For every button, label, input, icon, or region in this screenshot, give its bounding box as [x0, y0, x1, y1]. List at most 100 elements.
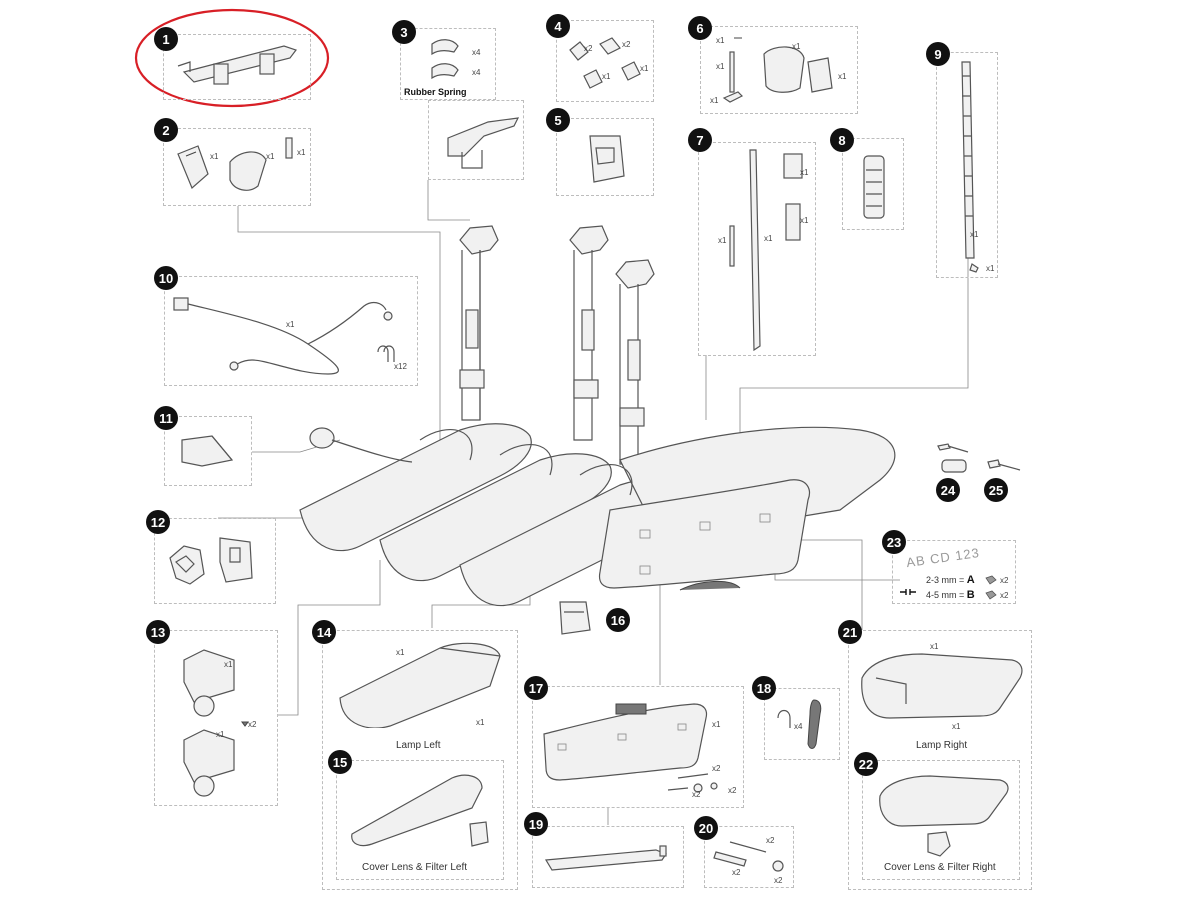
part-20-box — [704, 826, 794, 888]
part-22-caption: Cover Lens & Filter Right — [884, 862, 996, 873]
part-9-box — [936, 52, 998, 278]
part-10-box — [164, 276, 418, 386]
part-19-box — [532, 826, 684, 888]
part-23-spacer-icon-b — [985, 590, 997, 600]
part-23-qty-1: x2 — [1000, 576, 1009, 585]
part-4-qty-3: x1 — [602, 72, 611, 81]
part-11-block-icon — [181, 435, 234, 467]
part-7-qty-3: x1 — [718, 236, 727, 245]
part-4-qty-2: x2 — [622, 40, 631, 49]
part-8-badge[interactable]: 8 — [830, 128, 854, 152]
part-10-wiring-harness-icon — [173, 297, 395, 375]
part-4-clips-icon — [569, 37, 641, 89]
part-2-box — [163, 128, 311, 206]
main-assembly-illustration — [299, 225, 896, 607]
part-6-qty-5: x1 — [710, 96, 719, 105]
part-21-badge[interactable]: 21 — [838, 620, 862, 644]
part-7-badge[interactable]: 7 — [688, 128, 712, 152]
part-1-box[interactable] — [163, 34, 311, 100]
part-2-qty-2: x1 — [266, 152, 275, 161]
part-9-qty-2: x1 — [986, 264, 995, 273]
part-4-badge[interactable]: 4 — [546, 14, 570, 38]
part-6-box — [700, 26, 858, 114]
part-3-qty-2: x4 — [472, 68, 481, 77]
part-3-detail-box — [428, 100, 524, 180]
part-16-housing-icon — [559, 601, 591, 635]
part-3-badge[interactable]: 3 — [392, 20, 416, 44]
part-21-qty-2: x1 — [952, 722, 961, 731]
part-15-box — [336, 760, 504, 880]
part-21-box — [848, 630, 1032, 890]
part-14-badge[interactable]: 14 — [312, 620, 336, 644]
part-8-grip-icon — [863, 155, 885, 219]
part-20-qty-3: x2 — [774, 876, 783, 885]
part-1-rail-icon — [177, 45, 297, 85]
part-13-qty-1: x1 — [224, 660, 233, 669]
part-22-box — [862, 760, 1020, 880]
part-1-badge[interactable]: 1 — [154, 27, 178, 51]
part-6-latch-kit-icon — [722, 37, 833, 103]
part-20-qty-1: x2 — [766, 836, 775, 845]
part-21-caption: Lamp Right — [916, 740, 968, 751]
part-13-qty-3: x1 — [216, 730, 225, 739]
part-14-qty-2: x1 — [476, 718, 485, 727]
part-19-badge[interactable]: 19 — [524, 812, 548, 836]
part-17-badge[interactable]: 17 — [524, 676, 548, 700]
part-10-qty-2: x12 — [394, 362, 407, 371]
part-9-qty-1: x1 — [970, 230, 979, 239]
part-21-qty-1: x1 — [930, 642, 939, 651]
part-17-qty-2: x2 — [712, 764, 721, 773]
part-11-badge[interactable]: 11 — [154, 406, 178, 430]
part-23-spacer-icon-a — [985, 575, 997, 585]
part-12-box — [154, 518, 276, 604]
part-23-compress-arrows-icon — [900, 589, 916, 595]
part-12-badge[interactable]: 12 — [146, 510, 170, 534]
part-23-spec-b-letter: B — [966, 589, 975, 601]
part-4-qty-4: x1 — [640, 64, 649, 73]
part-13-badge[interactable]: 13 — [146, 620, 170, 644]
part-3-caption: Rubber Spring — [404, 87, 467, 97]
part-24-badge[interactable]: 24 — [936, 478, 960, 502]
part-23-spec-a-label: 2-3 mm = — [926, 575, 965, 585]
part-17-qty-4: x2 — [728, 786, 737, 795]
part-23-spec-b: 4-5 mm = B — [926, 589, 975, 601]
part-4-qty-1: x2 — [584, 44, 593, 53]
part-3-box — [400, 28, 496, 100]
part-2-badge[interactable]: 2 — [154, 118, 178, 142]
part-20-qty-2: x2 — [732, 868, 741, 877]
part-23-badge[interactable]: 23 — [882, 530, 906, 554]
part-6-qty-3: x1 — [716, 62, 725, 71]
part-12-bracket-icon — [169, 537, 253, 585]
part-17-qty-1: x1 — [712, 720, 721, 729]
part-23-spec-a: 2-3 mm = A — [926, 574, 975, 586]
part-5-badge[interactable]: 5 — [546, 108, 570, 132]
part-14-qty-1: x1 — [396, 648, 405, 657]
part-20-badge[interactable]: 20 — [694, 816, 718, 840]
part-22-badge[interactable]: 22 — [854, 752, 878, 776]
part-14-box — [322, 630, 518, 890]
part-5-box — [556, 118, 654, 196]
part-18-cable-clip-icon — [777, 699, 822, 749]
part-2-qty-1: x1 — [210, 152, 219, 161]
part-14-caption: Lamp Left — [396, 740, 441, 751]
part-13-wheel-caster-icon — [183, 649, 249, 797]
part-3-qty-1: x4 — [472, 48, 481, 57]
part-16-badge[interactable]: 16 — [606, 608, 630, 632]
part-9-badge[interactable]: 9 — [926, 42, 950, 66]
part-22-cover-lens-right-icon — [879, 775, 1009, 857]
part-18-box — [764, 688, 840, 760]
part-15-badge[interactable]: 15 — [328, 750, 352, 774]
part-15-caption: Cover Lens & Filter Left — [362, 862, 468, 873]
part-4-box — [556, 20, 654, 102]
part-10-qty-1: x1 — [286, 320, 295, 329]
part-17-qty-3: x2 — [692, 790, 701, 799]
part-23-box — [892, 540, 1016, 604]
part-25-key-icon — [987, 459, 1021, 471]
part-25-badge[interactable]: 25 — [984, 478, 1008, 502]
part-6-badge[interactable]: 6 — [688, 16, 712, 40]
part-6-qty-4: x1 — [838, 72, 847, 81]
part-10-badge[interactable]: 10 — [154, 266, 178, 290]
part-23-qty-2: x2 — [1000, 591, 1009, 600]
part-13-qty-2: x2 — [248, 720, 257, 729]
part-18-badge[interactable]: 18 — [752, 676, 776, 700]
